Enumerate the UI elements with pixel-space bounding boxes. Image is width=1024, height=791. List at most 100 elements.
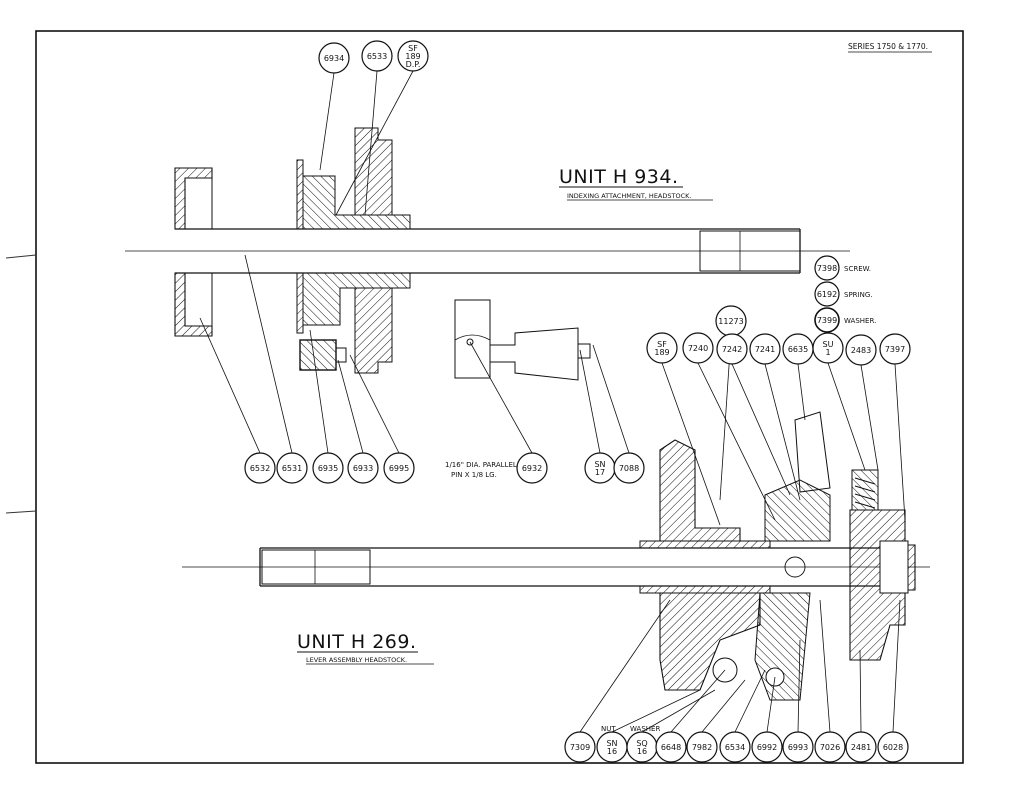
leader-line xyxy=(337,359,364,454)
unit-h269-drawing xyxy=(182,411,930,701)
drawing-border xyxy=(35,30,964,764)
leader-line xyxy=(199,317,261,454)
margin-mark xyxy=(5,510,37,514)
part-number-label: SN xyxy=(606,739,617,748)
leader-line xyxy=(611,689,701,733)
part-number-label: 6995 xyxy=(389,464,409,473)
part-number-label: 6993 xyxy=(788,743,808,752)
leader-line xyxy=(244,254,293,454)
callout-bubble xyxy=(244,452,276,484)
part-number-label: SF xyxy=(657,340,667,349)
part-number-label: 16 xyxy=(637,747,647,756)
part-number-label: 6992 xyxy=(757,743,777,752)
part-number-label: D.P. xyxy=(406,60,421,69)
part-number-label: 189 xyxy=(654,348,669,357)
washer-label: WASHER xyxy=(630,725,660,733)
leader-lines xyxy=(199,70,906,733)
part-number-label: 17 xyxy=(595,468,605,477)
callout-bubble xyxy=(845,731,877,763)
callout-bubble xyxy=(312,452,344,484)
leader-line xyxy=(579,349,601,454)
part-number-label: 7088 xyxy=(619,464,639,473)
callout-bubble xyxy=(719,731,751,763)
callout-bubble xyxy=(749,333,781,365)
side-part-desc: WASHER. xyxy=(844,317,876,325)
leader-line xyxy=(661,362,721,526)
callout-bubble xyxy=(686,731,718,763)
callout-bubble xyxy=(655,731,687,763)
part-number-label: 7241 xyxy=(755,345,775,354)
callout-bubble xyxy=(361,40,393,72)
callout-bubble xyxy=(646,332,678,364)
part-number-label: 6934 xyxy=(324,54,344,63)
leader-line xyxy=(859,649,862,733)
nut-label: NUT xyxy=(601,725,616,733)
margin-mark xyxy=(5,254,37,259)
callout-bubble xyxy=(751,731,783,763)
leader-line xyxy=(697,362,776,521)
leader-line xyxy=(701,679,746,733)
part-number-label: 6932 xyxy=(522,464,542,473)
side-parts-list: 7398 SCREW. 6192 SPRING. 7399 WASHER. xyxy=(814,255,876,333)
part-number-label: 6531 xyxy=(282,464,302,473)
callout-bubble xyxy=(516,452,548,484)
leader-line xyxy=(764,363,801,501)
leader-line xyxy=(469,341,533,454)
callout-bubble xyxy=(318,42,350,74)
part-number-label: 6648 xyxy=(661,743,681,752)
part-number-label: SN xyxy=(594,460,605,469)
side-part-desc: SCREW. xyxy=(844,265,871,273)
unit-h269-title: UNIT H 269. xyxy=(297,631,417,653)
callout-bubble xyxy=(845,334,877,366)
leader-line xyxy=(319,72,335,171)
callout-bubble xyxy=(814,731,846,763)
leader-line xyxy=(827,362,866,471)
leader-line xyxy=(766,676,776,733)
part-number-label: 2481 xyxy=(851,743,871,752)
leader-line xyxy=(894,363,906,521)
callout-bubble xyxy=(879,333,911,365)
leader-line xyxy=(309,329,329,454)
leader-line xyxy=(670,669,726,733)
side-part-number: 6192 xyxy=(817,290,837,299)
leader-line xyxy=(364,70,378,216)
part-number-label: SQ xyxy=(636,739,647,748)
part-number-label: 6533 xyxy=(367,52,387,61)
series-label: SERIES 1750 & 1770. xyxy=(848,42,928,51)
part-number-label: 7240 xyxy=(688,344,708,353)
part-number-label: SF xyxy=(408,44,418,53)
part-number-label: 2483 xyxy=(851,346,871,355)
unit-h934-title: UNIT H 934. xyxy=(559,166,679,188)
part-number-label: 6028 xyxy=(883,743,903,752)
part-number-label: 6935 xyxy=(318,464,338,473)
part-number-label: SU xyxy=(823,340,834,349)
part-number-label: 16 xyxy=(607,747,617,756)
side-part-desc: SPRING. xyxy=(844,291,872,299)
leader-line xyxy=(797,363,806,421)
leader-line xyxy=(734,669,766,733)
callout-bubble xyxy=(877,731,909,763)
side-part-number: 7399 xyxy=(817,316,837,325)
pin-detail-drawing xyxy=(454,299,591,381)
callout-bubble xyxy=(782,731,814,763)
callout-bubble xyxy=(347,452,379,484)
unit-h269-subtitle: LEVER ASSEMBLY HEADSTOCK. xyxy=(306,656,407,664)
part-number-label: 1 xyxy=(825,348,830,357)
callout-bubble xyxy=(812,332,844,364)
pin-note-line1: 1/16" DIA. PARALLEL xyxy=(445,461,517,469)
leader-line xyxy=(349,354,400,454)
leader-line xyxy=(731,363,791,496)
callout-bubble xyxy=(383,452,415,484)
part-number-label: 6933 xyxy=(353,464,373,473)
callout-bubble xyxy=(613,452,645,484)
part-number-label: 7242 xyxy=(722,345,742,354)
callout-bubble xyxy=(564,731,596,763)
part-number-label: 7309 xyxy=(570,743,590,752)
part-number-label: 11273 xyxy=(718,317,743,326)
part-number-label: 189 xyxy=(405,52,420,61)
leader-line xyxy=(641,689,716,733)
part-number-label: 6534 xyxy=(725,743,745,752)
part-number-label: 6635 xyxy=(788,345,808,354)
